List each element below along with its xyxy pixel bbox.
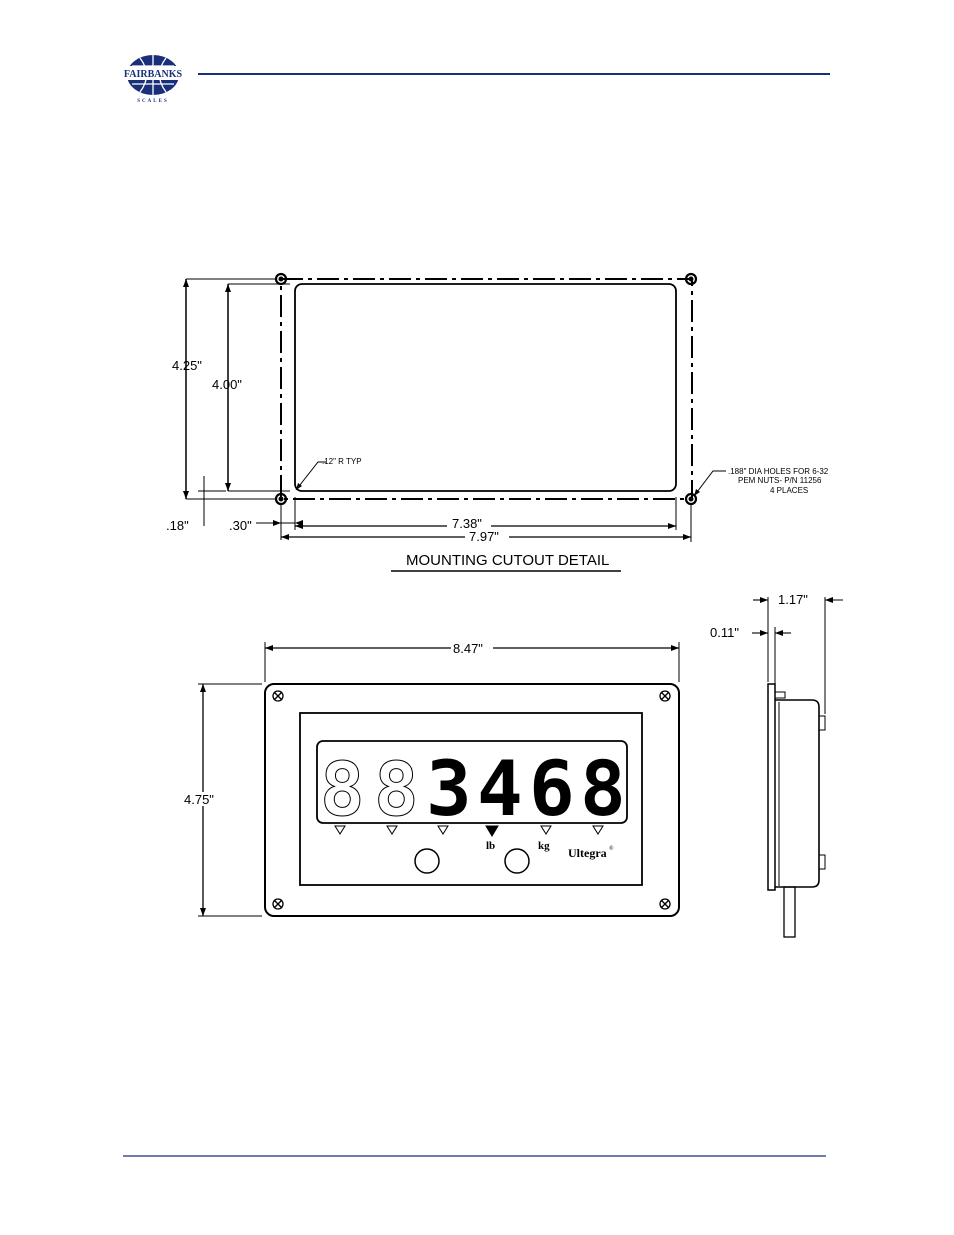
side-view-diagram (752, 597, 843, 937)
display-digit-4: 8 (580, 744, 626, 833)
side-flange (768, 684, 775, 890)
ultegra-brand-mark: ® (609, 845, 614, 852)
fairbanks-logo: FAIRBANKS SCALES (124, 55, 183, 104)
display-button-right (505, 849, 529, 873)
dim-side-offset: .30" (229, 518, 252, 533)
dim-inner-height: 4.00" (212, 377, 242, 392)
display-digit-3: 6 (529, 744, 575, 833)
dim-side-depth: 1.17" (778, 592, 808, 607)
logo-text: FAIRBANKS (124, 69, 183, 80)
screw-bottom-right (660, 899, 670, 909)
display-digit-ghost-2: 8 (374, 747, 419, 833)
display-digits: 8 8 3 4 6 8 (320, 744, 626, 833)
dim-outer-width: 7.97" (469, 529, 499, 544)
screw-top-left (273, 691, 283, 701)
unit-kg-label: kg (538, 840, 550, 852)
dim-side-flange: 0.11" (710, 625, 739, 640)
dim-outer-height: 4.25" (172, 358, 202, 373)
screw-top-right (660, 691, 670, 701)
dim-bottom-offset: .18" (166, 518, 189, 533)
display-digit-ghost-1: 8 (320, 747, 365, 833)
display-digit-2: 4 (477, 744, 523, 833)
hole-note-line-3: 4 PLACES (770, 486, 808, 495)
dim-front-height: 4.75" (184, 792, 214, 807)
screw-bottom-left (273, 899, 283, 909)
display-button-left (415, 849, 439, 873)
dim-front-width: 8.47" (453, 641, 483, 656)
hole-note-line-2: PEM NUTS- P/N 11256 (738, 476, 822, 485)
cutout-labels: 4.25" 4.00" .18" .30" 7.38" 7.97" .12" R… (166, 358, 829, 569)
unit-lb-label: lb (486, 840, 495, 852)
cutout-title: MOUNTING CUTOUT DETAIL (406, 552, 609, 569)
cutout-outer-outline (281, 279, 692, 499)
hole-note-line-1: .188" DIA HOLES FOR 6-32 (728, 467, 829, 476)
logo-subtext: SCALES (137, 99, 168, 104)
ultegra-brand: Ultegra (568, 846, 607, 860)
side-housing (775, 700, 819, 887)
radius-note: .12" R TYP (322, 457, 362, 466)
display-digit-1: 3 (426, 744, 472, 833)
